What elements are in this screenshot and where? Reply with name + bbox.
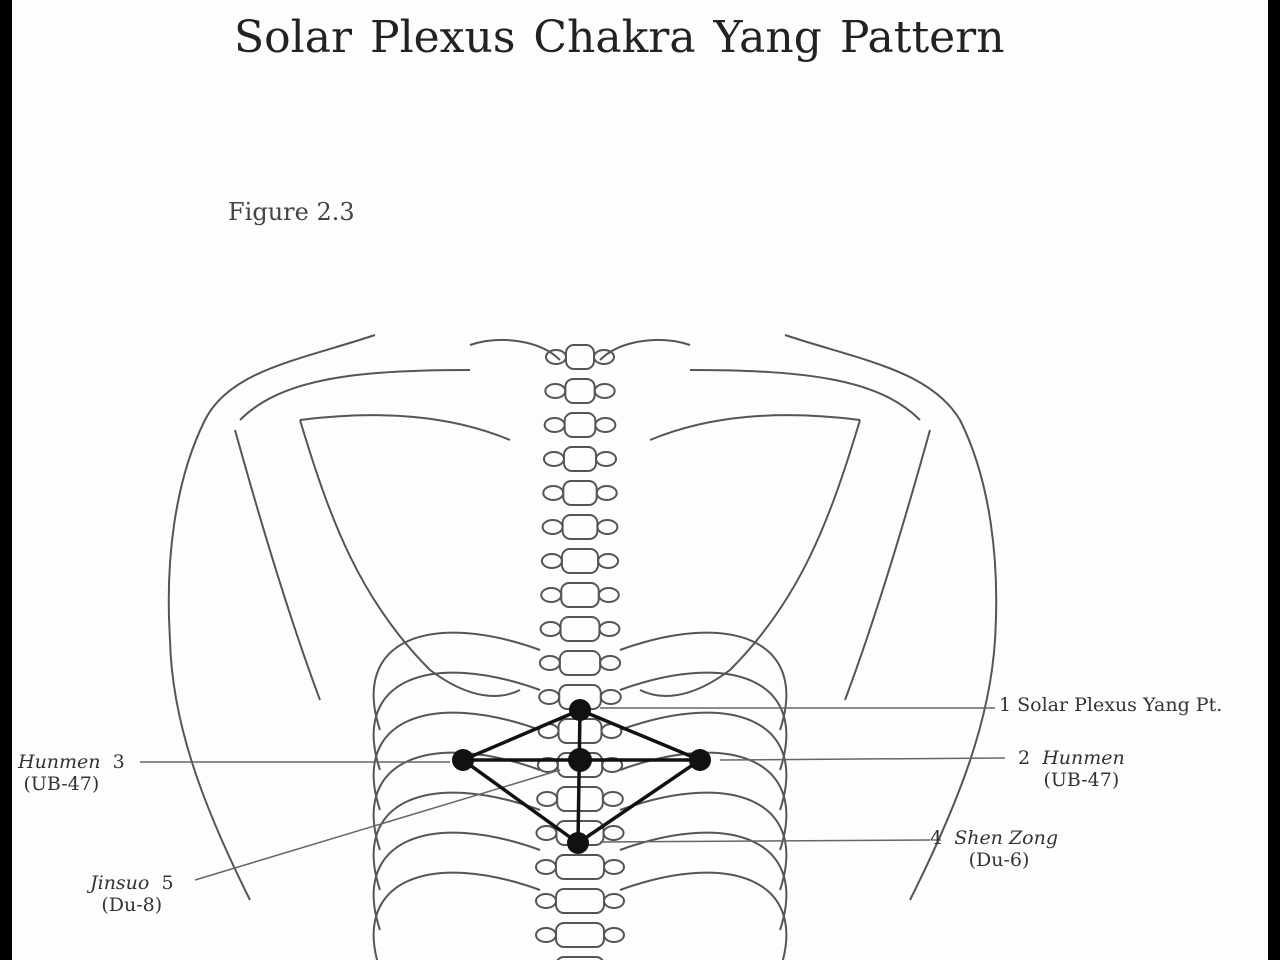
vertebra-process <box>535 927 557 943</box>
vertebra-process <box>603 859 625 875</box>
vertebra <box>564 378 596 404</box>
vertebra-process <box>594 417 617 433</box>
rib <box>619 631 788 731</box>
figure-label: Figure 2.3 <box>228 198 355 226</box>
point-2-label: 2 Hunmen (UB-47) <box>1018 747 1125 791</box>
rib <box>619 871 788 960</box>
vertebra-process <box>599 689 622 705</box>
vertebra-process <box>596 519 619 535</box>
point-4-marker <box>567 832 589 854</box>
vertebra-process <box>601 757 624 773</box>
vertebra <box>560 582 600 608</box>
vertebra-process <box>545 349 567 365</box>
rib <box>619 711 788 811</box>
body-outline <box>167 334 998 901</box>
rib <box>372 711 541 811</box>
vertebra-process <box>597 553 620 569</box>
rib <box>372 871 541 960</box>
vertebra <box>555 922 605 948</box>
vertebra-process <box>542 485 565 501</box>
vertebra-process <box>598 621 621 637</box>
vertebra-process <box>603 893 625 909</box>
vertebra-process <box>538 655 561 671</box>
rib <box>372 671 541 771</box>
vertebra-process <box>538 689 561 705</box>
vertebra-process <box>543 417 566 433</box>
page: Solar Plexus Chakra Yang Pattern Figure … <box>12 0 1268 960</box>
point-2-marker <box>689 749 711 771</box>
vertebra <box>559 616 601 642</box>
vertebra-process <box>542 451 565 467</box>
vertebra-process <box>595 485 618 501</box>
rib <box>619 671 788 771</box>
leader-lines <box>140 707 1006 881</box>
vertebra <box>558 650 602 676</box>
rib <box>619 791 788 891</box>
vertebra-process <box>599 655 622 671</box>
rib <box>372 791 541 891</box>
vertebra-process <box>541 519 564 535</box>
point-1-label: 1 Solar Plexus Yang Pt. <box>999 694 1223 716</box>
vertebra-process <box>535 825 558 841</box>
point-3-marker <box>452 749 474 771</box>
vertebra-process <box>602 825 625 841</box>
vertebra-process <box>601 791 624 807</box>
vertebra <box>562 446 598 472</box>
rib <box>372 631 541 731</box>
vertebra-process <box>593 383 616 399</box>
vertebra-process <box>535 893 557 909</box>
vertebra <box>556 956 604 960</box>
vertebra-process <box>540 553 563 569</box>
vertebra-process <box>603 927 625 943</box>
vertebra <box>560 548 600 574</box>
vertebra-process <box>539 621 562 637</box>
vertebra-process <box>540 587 563 603</box>
point-3-label: Hunmen 3 (UB-47) <box>18 751 125 795</box>
vertebra <box>562 480 598 506</box>
vertebra <box>561 514 599 540</box>
vertebra <box>563 412 597 438</box>
vertebra-process <box>544 383 567 399</box>
spine <box>535 344 625 960</box>
vertebra <box>565 344 595 370</box>
vertebra-process <box>597 587 620 603</box>
point-4-label: 4 Shen Zong (Du-6) <box>930 827 1059 871</box>
vertebra-process <box>535 859 557 875</box>
page-title: Solar Plexus Chakra Yang Pattern <box>234 12 1005 63</box>
rib <box>619 751 788 851</box>
ribs <box>372 631 788 960</box>
point-1-marker <box>569 699 591 721</box>
point-5-label: Jinsuo 5 (Du-8) <box>90 872 174 916</box>
vertebra <box>555 888 605 914</box>
center-marker <box>568 748 592 772</box>
vertebra-process <box>595 451 618 467</box>
back-anatomy-illustration <box>140 334 1006 960</box>
vertebra <box>555 854 605 880</box>
vertebra-process <box>536 791 559 807</box>
vertebra-process <box>536 757 559 773</box>
vertebra-process <box>593 349 615 365</box>
rib <box>372 831 541 931</box>
